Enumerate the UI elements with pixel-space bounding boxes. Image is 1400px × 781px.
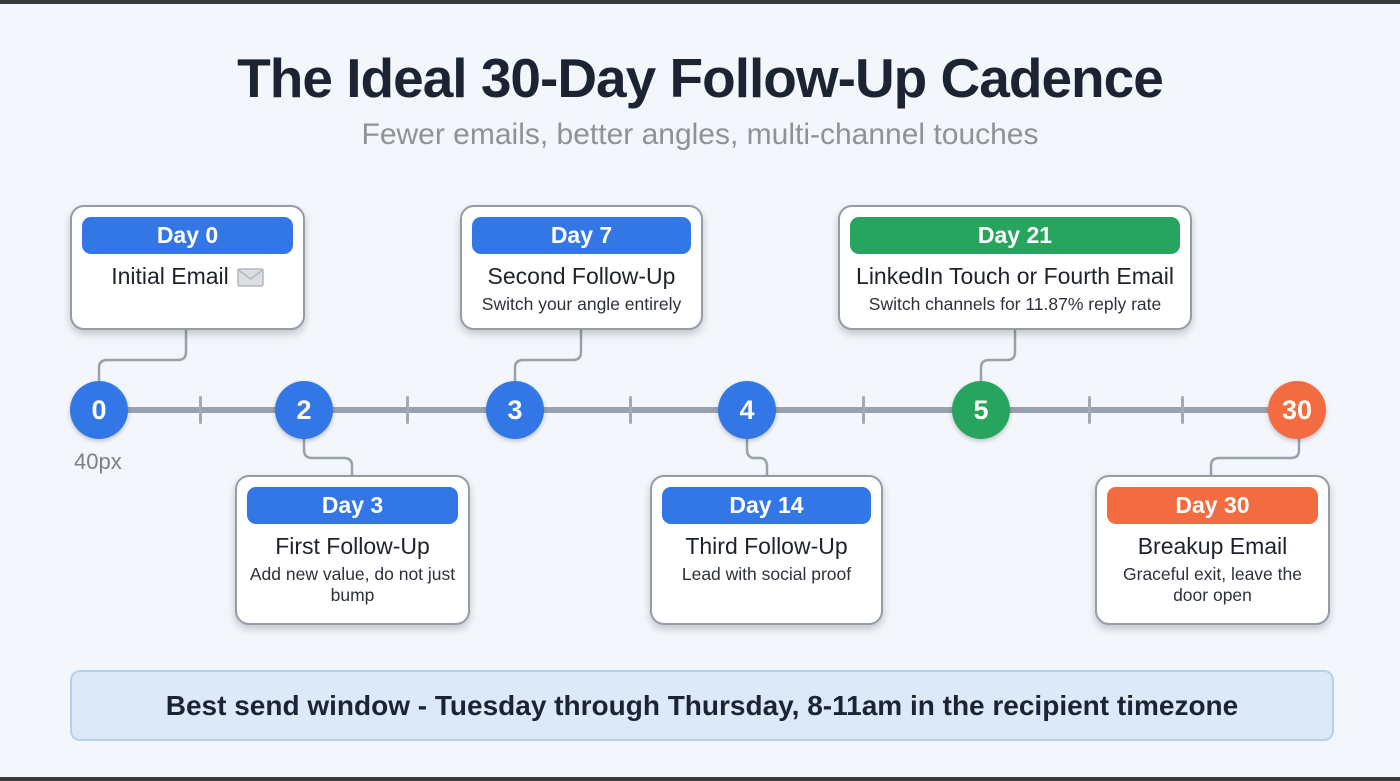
connector-day7: [513, 330, 583, 382]
card-day-21-title: LinkedIn Touch or Fourth Email: [856, 263, 1174, 289]
card-day-7: Day 7 Second Follow-Up Switch your angle…: [460, 205, 703, 330]
card-day-7-badge: Day 7: [472, 217, 691, 254]
card-day-14: Day 14 Third Follow-Up Lead with social …: [650, 475, 883, 625]
timeline-tick: [1181, 396, 1184, 424]
timeline-tick: [1088, 396, 1091, 424]
card-day-0-badge: Day 0: [82, 217, 293, 254]
timeline-tick: [629, 396, 632, 424]
card-day-14-subtitle: Lead with social proof: [681, 564, 852, 585]
card-day-7-subtitle: Switch your angle entirely: [481, 294, 682, 315]
card-day-21-badge: Day 21: [850, 217, 1180, 254]
connector-day0: [97, 330, 188, 382]
card-day-0: Day 0 Initial Email: [70, 205, 305, 330]
timeline-node-3: 3: [486, 381, 544, 439]
timeline-axis: [99, 407, 1299, 413]
timeline-node-0: 0: [70, 381, 128, 439]
card-day-21: Day 21 LinkedIn Touch or Fourth Email Sw…: [838, 205, 1192, 330]
connector-day30: [1209, 438, 1301, 476]
timeline-node-2: 2: [275, 381, 333, 439]
card-day-14-badge: Day 14: [662, 487, 871, 524]
timeline-node-30: 30: [1268, 381, 1326, 439]
card-day-0-title: Initial Email: [111, 263, 264, 289]
timeline-tick: [406, 396, 409, 424]
card-day-21-subtitle: Switch channels for 11.87% reply rate: [868, 294, 1162, 315]
connector-day14: [745, 438, 769, 476]
card-day-3-title: First Follow-Up: [275, 533, 430, 559]
card-day-3-subtitle: Add new value, do not just bump: [249, 564, 456, 606]
card-day-30-subtitle: Graceful exit, leave the door open: [1123, 564, 1302, 606]
card-day-30: Day 30 Breakup Email Graceful exit, leav…: [1095, 475, 1330, 625]
top-border-strip: [0, 0, 1400, 4]
card-day-3: Day 3 First Follow-Up Add new value, do …: [235, 475, 470, 625]
timeline-tick: [199, 396, 202, 424]
best-send-window-banner: Best send window - Tuesday through Thurs…: [70, 670, 1334, 741]
connector-day21: [979, 330, 1017, 382]
connector-day3: [302, 438, 354, 476]
bottom-border-strip: [0, 777, 1400, 781]
card-day-0-title-text: Initial Email: [111, 263, 229, 289]
card-day-30-title: Breakup Email: [1137, 533, 1288, 559]
email-icon: [237, 267, 264, 287]
timeline-node-5: 5: [952, 381, 1010, 439]
card-day-14-title: Third Follow-Up: [685, 533, 848, 559]
page-title: The Ideal 30-Day Follow-Up Cadence: [237, 47, 1164, 109]
timeline-tick: [862, 396, 865, 424]
page-subtitle: Fewer emails, better angles, multi-chann…: [361, 118, 1039, 151]
spacing-label: 40px: [74, 449, 122, 474]
card-day-30-badge: Day 30: [1107, 487, 1318, 524]
card-day-7-title: Second Follow-Up: [487, 263, 676, 289]
timeline-node-4: 4: [718, 381, 776, 439]
card-day-3-badge: Day 3: [247, 487, 458, 524]
